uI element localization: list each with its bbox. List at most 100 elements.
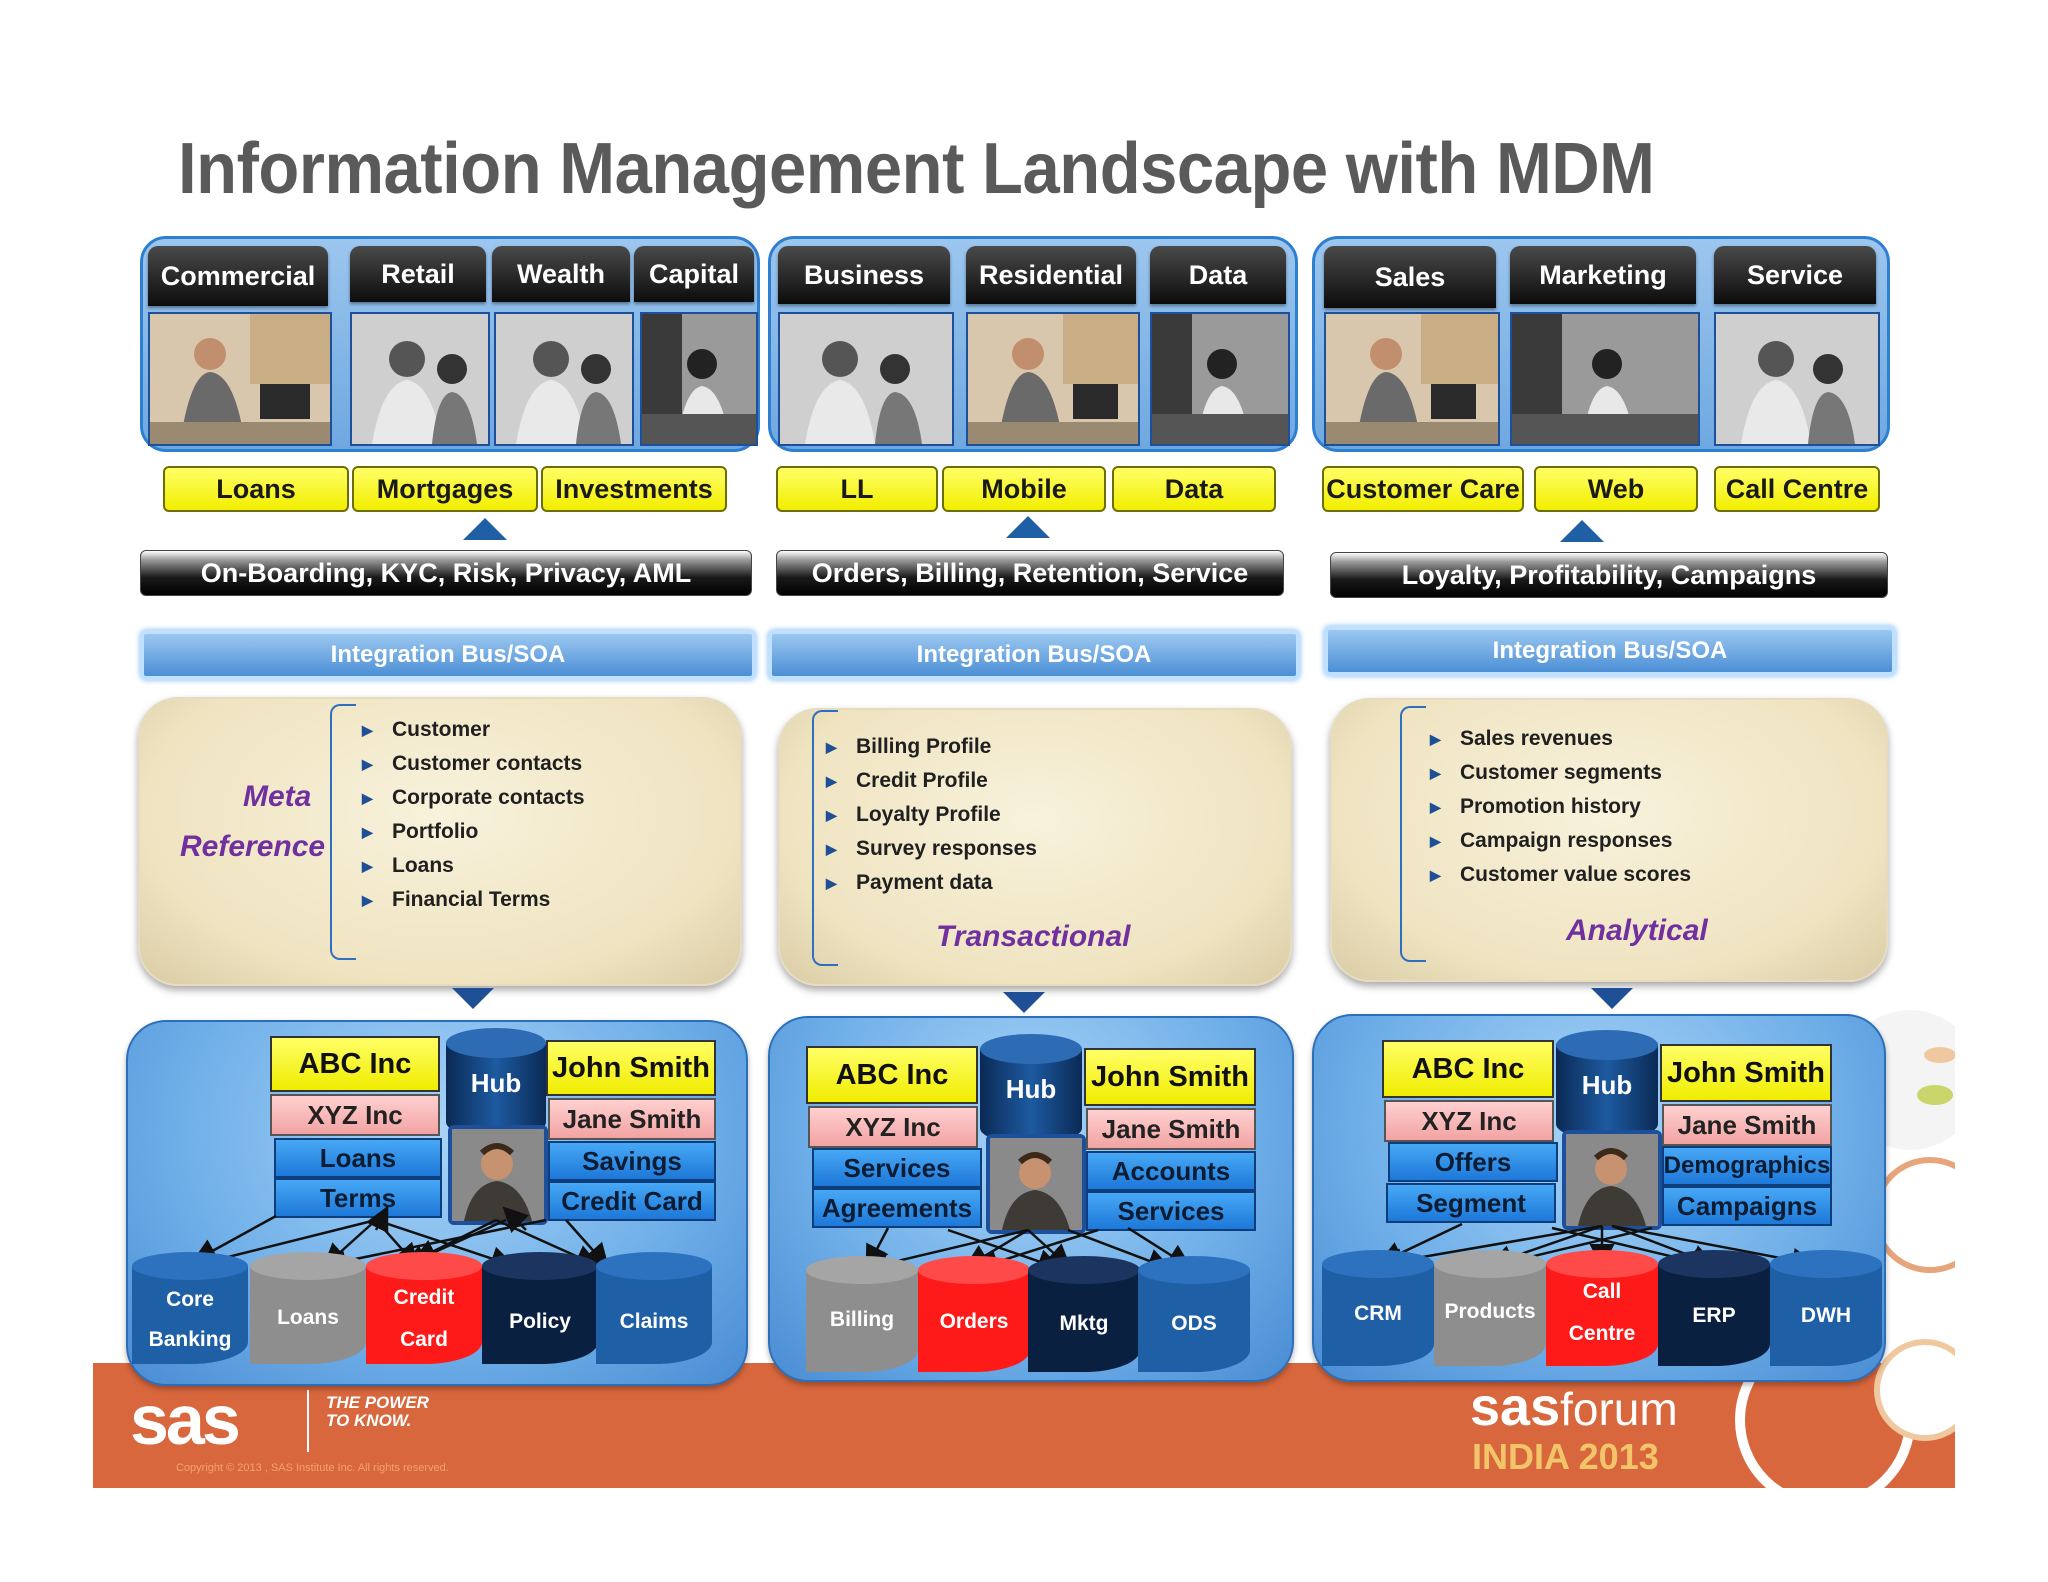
- system-orders[interactable]: Orders: [918, 1256, 1030, 1372]
- system-loans[interactable]: Loans: [250, 1252, 366, 1364]
- data-list-2: ▶Billing Profile ▶Credit Profile ▶Loyalt…: [822, 730, 1037, 900]
- hub-label: Hub: [470, 1068, 522, 1098]
- event-sas: sas: [1470, 1377, 1561, 1437]
- entity-loans[interactable]: Loans: [274, 1138, 442, 1178]
- product-loans[interactable]: Loans: [163, 466, 349, 512]
- arrow-up-icon: [463, 518, 507, 540]
- entity-jane-smith[interactable]: Jane Smith: [548, 1098, 716, 1140]
- entity-services[interactable]: Services: [812, 1148, 982, 1188]
- list-item: ▶Campaign responses: [1430, 829, 1673, 852]
- entity-accounts[interactable]: Accounts: [1086, 1151, 1256, 1191]
- data-label-analytical: Analytical: [1566, 914, 1708, 947]
- photo-commercial: [148, 312, 332, 446]
- hub-cylinder: Hub: [980, 1034, 1082, 1144]
- bracket: [812, 710, 838, 966]
- event-year: INDIA 2013: [1472, 1436, 1659, 1477]
- data-list-1: ▶Customer ▶Customer contacts ▶Corporate …: [358, 713, 585, 917]
- tab-wealth[interactable]: Wealth: [492, 246, 630, 302]
- tab-sales[interactable]: Sales: [1324, 246, 1496, 308]
- photo-residential: [966, 312, 1140, 446]
- tab-data[interactable]: Data: [1150, 246, 1286, 304]
- photo-service: [1714, 312, 1880, 446]
- tagline: THE POWER TO KNOW.: [326, 1393, 429, 1430]
- system-policy[interactable]: Policy: [482, 1252, 598, 1364]
- photo-sales: [1324, 312, 1500, 446]
- tab-marketing[interactable]: Marketing: [1510, 246, 1696, 304]
- list-item: ▶Customer value scores: [1430, 863, 1692, 886]
- product-ll[interactable]: LL: [776, 466, 938, 512]
- bracket: [1400, 706, 1426, 962]
- hub-person-photo: [1562, 1130, 1662, 1230]
- entity-abc-inc[interactable]: ABC Inc: [1382, 1040, 1554, 1098]
- entity-savings[interactable]: Savings: [548, 1141, 716, 1181]
- system-mktg[interactable]: Mktg: [1028, 1256, 1140, 1372]
- list-item: ▶Portfolio: [362, 820, 479, 843]
- list-item: ▶Credit Profile: [826, 769, 988, 792]
- arrow-up-icon: [1006, 516, 1050, 538]
- entity-jane-smith[interactable]: Jane Smith: [1662, 1104, 1832, 1146]
- system-erp[interactable]: ERP: [1658, 1250, 1770, 1366]
- entity-john-smith[interactable]: John Smith: [1084, 1048, 1256, 1106]
- hub-person-photo: [986, 1134, 1086, 1234]
- product-data[interactable]: Data: [1112, 466, 1276, 512]
- entity-demographics[interactable]: Demographics: [1662, 1146, 1832, 1186]
- list-item: ▶Customer: [362, 718, 491, 741]
- system-billing[interactable]: Billing: [806, 1256, 918, 1372]
- system-products[interactable]: Products: [1434, 1250, 1546, 1366]
- list-item: ▶Survey responses: [826, 837, 1037, 860]
- entity-services-right[interactable]: Services: [1086, 1191, 1256, 1231]
- process-bar-1: On-Boarding, KYC, Risk, Privacy, AML: [140, 550, 752, 596]
- tab-business[interactable]: Business: [778, 246, 950, 304]
- entity-john-smith[interactable]: John Smith: [546, 1040, 716, 1096]
- entity-john-smith[interactable]: John Smith: [1660, 1044, 1832, 1102]
- photo-business: [778, 312, 954, 446]
- integration-bus-3: Integration Bus/SOA: [1324, 626, 1896, 676]
- list-item: ▶Promotion history: [1430, 795, 1641, 818]
- page-title: Information Management Landscape with MD…: [178, 129, 1655, 209]
- product-investments[interactable]: Investments: [541, 466, 727, 512]
- entity-xyz-inc[interactable]: XYZ Inc: [808, 1106, 978, 1148]
- data-box-transactional: [778, 708, 1292, 986]
- entity-offers[interactable]: Offers: [1388, 1142, 1558, 1182]
- entity-abc-inc[interactable]: ABC Inc: [806, 1046, 978, 1104]
- tab-retail[interactable]: Retail: [350, 246, 486, 302]
- process-bar-2: Orders, Billing, Retention, Service: [776, 550, 1284, 596]
- entity-agreements[interactable]: Agreements: [812, 1188, 982, 1228]
- arrow-down-icon: [1003, 992, 1045, 1013]
- system-claims[interactable]: Claims: [596, 1252, 712, 1364]
- tab-service[interactable]: Service: [1714, 246, 1876, 304]
- arrow-down-icon: [1591, 988, 1633, 1009]
- tab-commercial[interactable]: Commercial: [148, 246, 328, 306]
- copyright: Copyright © 2013 , SAS Institute Inc. Al…: [176, 1462, 449, 1474]
- product-mortgages[interactable]: Mortgages: [352, 466, 538, 512]
- list-item: ▶Financial Terms: [362, 888, 551, 911]
- tab-capital[interactable]: Capital: [634, 246, 754, 302]
- photo-retail: [350, 312, 490, 446]
- product-web[interactable]: Web: [1534, 466, 1698, 512]
- entity-xyz-inc[interactable]: XYZ Inc: [1384, 1100, 1554, 1142]
- product-mobile[interactable]: Mobile: [942, 466, 1106, 512]
- data-label-meta: Meta: [243, 780, 312, 813]
- system-ods[interactable]: ODS: [1138, 1256, 1250, 1372]
- list-item: ▶Corporate contacts: [362, 786, 585, 809]
- system-dwh[interactable]: DWH: [1770, 1250, 1882, 1366]
- product-customer-care[interactable]: Customer Care: [1322, 466, 1524, 512]
- logo-divider: [307, 1390, 309, 1452]
- data-label-transactional: Transactional: [936, 920, 1131, 953]
- list-item: ▶Customer segments: [1430, 761, 1662, 784]
- system-crm[interactable]: CRM: [1322, 1250, 1434, 1366]
- tab-residential[interactable]: Residential: [966, 246, 1136, 304]
- entity-credit-card[interactable]: Credit Card: [548, 1181, 716, 1221]
- list-item: ▶Customer contacts: [362, 752, 583, 775]
- product-call-centre[interactable]: Call Centre: [1714, 466, 1880, 512]
- entity-segment[interactable]: Segment: [1386, 1183, 1556, 1223]
- arrow-down-icon: [452, 988, 494, 1009]
- hub-label: Hub: [1581, 1070, 1633, 1100]
- entity-campaigns[interactable]: Campaigns: [1662, 1186, 1832, 1226]
- entity-jane-smith[interactable]: Jane Smith: [1086, 1108, 1256, 1150]
- entity-abc-inc[interactable]: ABC Inc: [270, 1036, 440, 1092]
- entity-xyz-inc[interactable]: XYZ Inc: [270, 1094, 440, 1136]
